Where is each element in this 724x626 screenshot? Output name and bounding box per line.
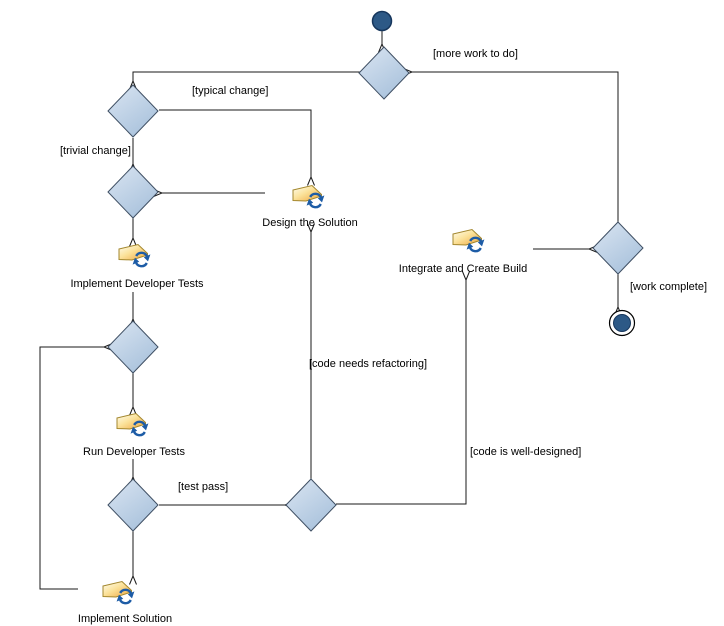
guard-more-work-to-do: [more work to do] [433, 48, 518, 60]
task-icon [452, 228, 485, 253]
initial-node[interactable] [371, 10, 393, 32]
guard-trivial-change: [trivial change] [60, 145, 131, 157]
guard-code-needs-refactoring: [code needs refactoring] [309, 358, 427, 370]
activity-integrate-and-create-build[interactable]: Integrate and Create Build [399, 228, 527, 276]
activity-design-the-solution[interactable]: Design the Solution [262, 184, 358, 230]
edge-decision-work-to-merge-work [403, 68, 619, 222]
final-node[interactable] [608, 309, 636, 337]
edge-decision-code-to-integrate [336, 271, 470, 505]
activity-implement-developer-tests-label: Implement Developer Tests [70, 278, 204, 290]
activity-integrate-and-create-build-label: Integrate and Create Build [399, 263, 527, 275]
task-icon [118, 243, 151, 268]
activity-design-the-solution-label: Design the Solution [262, 217, 357, 229]
activity-implement-developer-tests[interactable]: Implement Developer Tests [70, 243, 204, 291]
task-icon [116, 412, 149, 437]
decision-test-result-node[interactable] [107, 478, 159, 532]
activity-run-developer-tests[interactable]: Run Developer Tests [83, 412, 185, 459]
task-icon [292, 184, 325, 209]
merge-test-loop-node[interactable] [107, 320, 159, 374]
guard-test-pass: [test pass] [178, 481, 228, 493]
decision-code-quality-node[interactable] [285, 478, 337, 532]
task-icon [102, 580, 135, 605]
final-inner-dot [613, 314, 631, 332]
guard-typical-change: [typical change] [192, 85, 268, 97]
merge-design-node[interactable] [107, 165, 159, 219]
edge-decision-change-to-design [159, 109, 315, 186]
guard-code-is-well-designed: [code is well-designed] [470, 446, 581, 458]
merge-work-node[interactable] [358, 46, 410, 100]
activity-run-developer-tests-label: Run Developer Tests [83, 446, 185, 458]
activity-implement-solution-label: Implement Solution [78, 613, 172, 625]
activity-implement-solution[interactable]: Implement Solution [78, 580, 172, 626]
edge-merge-work-to-decision-change [129, 71, 360, 90]
guard-work-complete: [work complete] [630, 281, 707, 293]
edge-implement-solution-to-merge-tests [39, 343, 113, 590]
decision-change-type-node[interactable] [107, 84, 159, 138]
decision-work-remaining-node[interactable] [592, 221, 644, 275]
